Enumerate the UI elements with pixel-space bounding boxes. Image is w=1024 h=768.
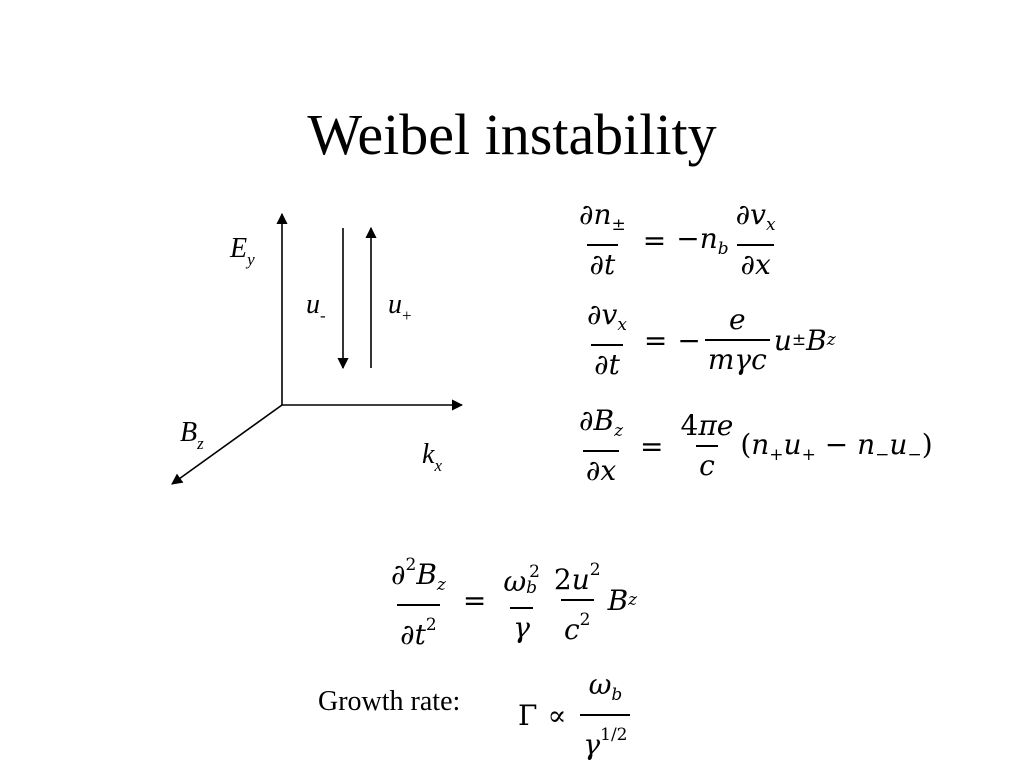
growth-rate-label: Growth rate:: [318, 686, 461, 717]
equation-continuity: ∂n±∂t = −nb ∂vx∂x: [579, 198, 776, 281]
u-plus-label: u+: [388, 289, 412, 326]
wave-vector-label: kx: [422, 439, 442, 476]
b-field-label: Bz: [180, 417, 204, 454]
slide-title: Weibel instability: [307, 102, 717, 167]
u-minus-label: u-: [306, 289, 326, 326]
e-field-label: Ey: [230, 233, 255, 270]
z-axis-line: [171, 404, 283, 485]
